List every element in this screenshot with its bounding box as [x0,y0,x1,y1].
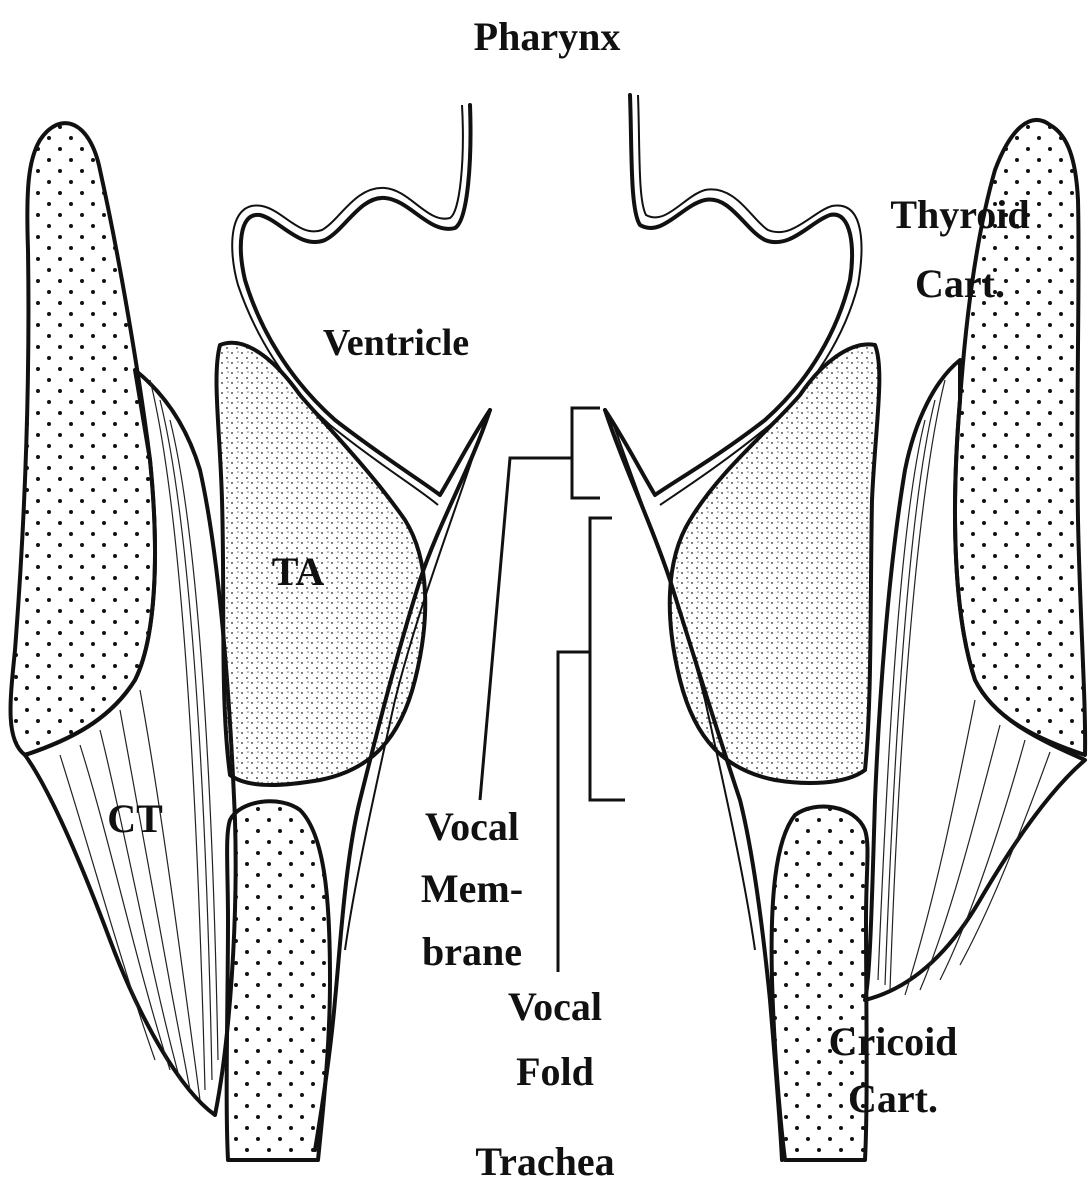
label-ct: CT [107,796,163,841]
vocal-membrane-bracket [572,408,600,498]
label-vocal-fold-line1: Vocal [508,984,602,1029]
label-cricoid-line2: Cart. [848,1076,938,1121]
label-vocal-membrane-line3: brane [422,929,522,974]
left-cricoid-cartilage [227,801,330,1160]
label-ta: TA [272,549,325,594]
left-thyroid-cartilage [11,123,155,755]
label-thyroid-line2: Cart. [915,261,1005,306]
label-vocal-fold-line2: Fold [516,1049,594,1094]
label-trachea: Trachea [475,1139,614,1183]
label-pharynx: Pharynx [474,14,621,59]
label-cricoid-line1: Cricoid [829,1019,958,1064]
vocal-fold-leader [558,652,590,972]
label-vocal-membrane-line2: Mem- [421,866,523,911]
label-ventricle: Ventricle [323,322,469,364]
label-thyroid-line1: Thyroid [890,192,1029,237]
left-side [11,105,490,1160]
vocal-fold-bracket [590,518,625,800]
right-side [605,95,1085,1160]
label-vocal-membrane-line1: Vocal [425,804,519,849]
